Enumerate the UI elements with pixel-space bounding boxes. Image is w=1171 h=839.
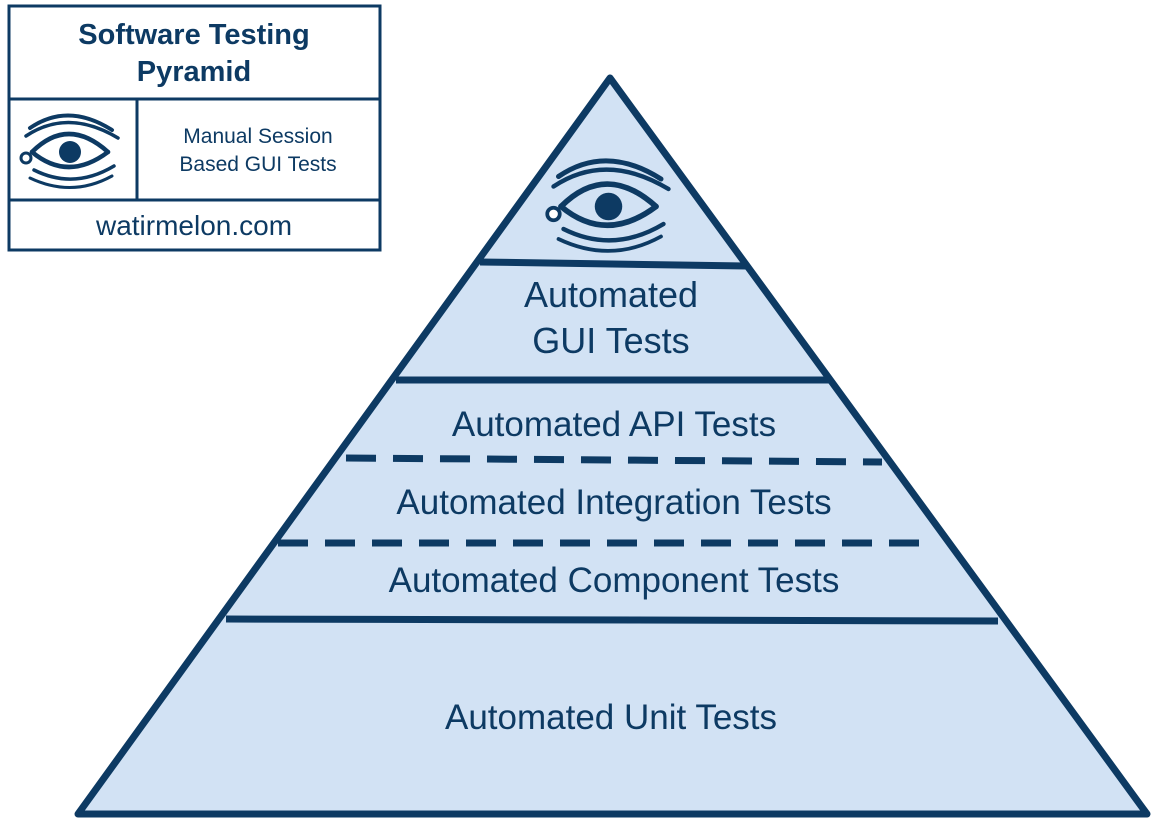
legend-title-line1: Software Testing bbox=[78, 19, 310, 51]
pyramid: Automated GUI Tests Automated API Tests … bbox=[74, 74, 1151, 818]
layer-integration-label: Automated Integration Tests bbox=[396, 483, 831, 522]
separator-apex-gui bbox=[479, 258, 747, 270]
legend-title-line2: Pyramid bbox=[137, 56, 251, 88]
legend-description-line2: Based GUI Tests bbox=[179, 153, 336, 176]
layer-api-label: Automated API Tests bbox=[452, 405, 776, 444]
layer-gui-label-line2: GUI Tests bbox=[532, 320, 689, 361]
legend-website: watirmelon.com bbox=[95, 210, 292, 241]
separator-component-unit bbox=[225, 615, 999, 625]
layer-component-label: Automated Component Tests bbox=[389, 561, 840, 600]
legend-frame bbox=[7, 4, 382, 252]
pyramid-body bbox=[74, 74, 1151, 818]
legend-description-line1: Manual Session bbox=[183, 125, 332, 148]
layer-unit-label: Automated Unit Tests bbox=[445, 698, 777, 737]
separator-api-integration bbox=[345, 454, 883, 466]
layer-gui-label-line1: Automated bbox=[524, 274, 698, 315]
legend-box: Software Testing Pyramid Manual Session … bbox=[7, 4, 382, 252]
